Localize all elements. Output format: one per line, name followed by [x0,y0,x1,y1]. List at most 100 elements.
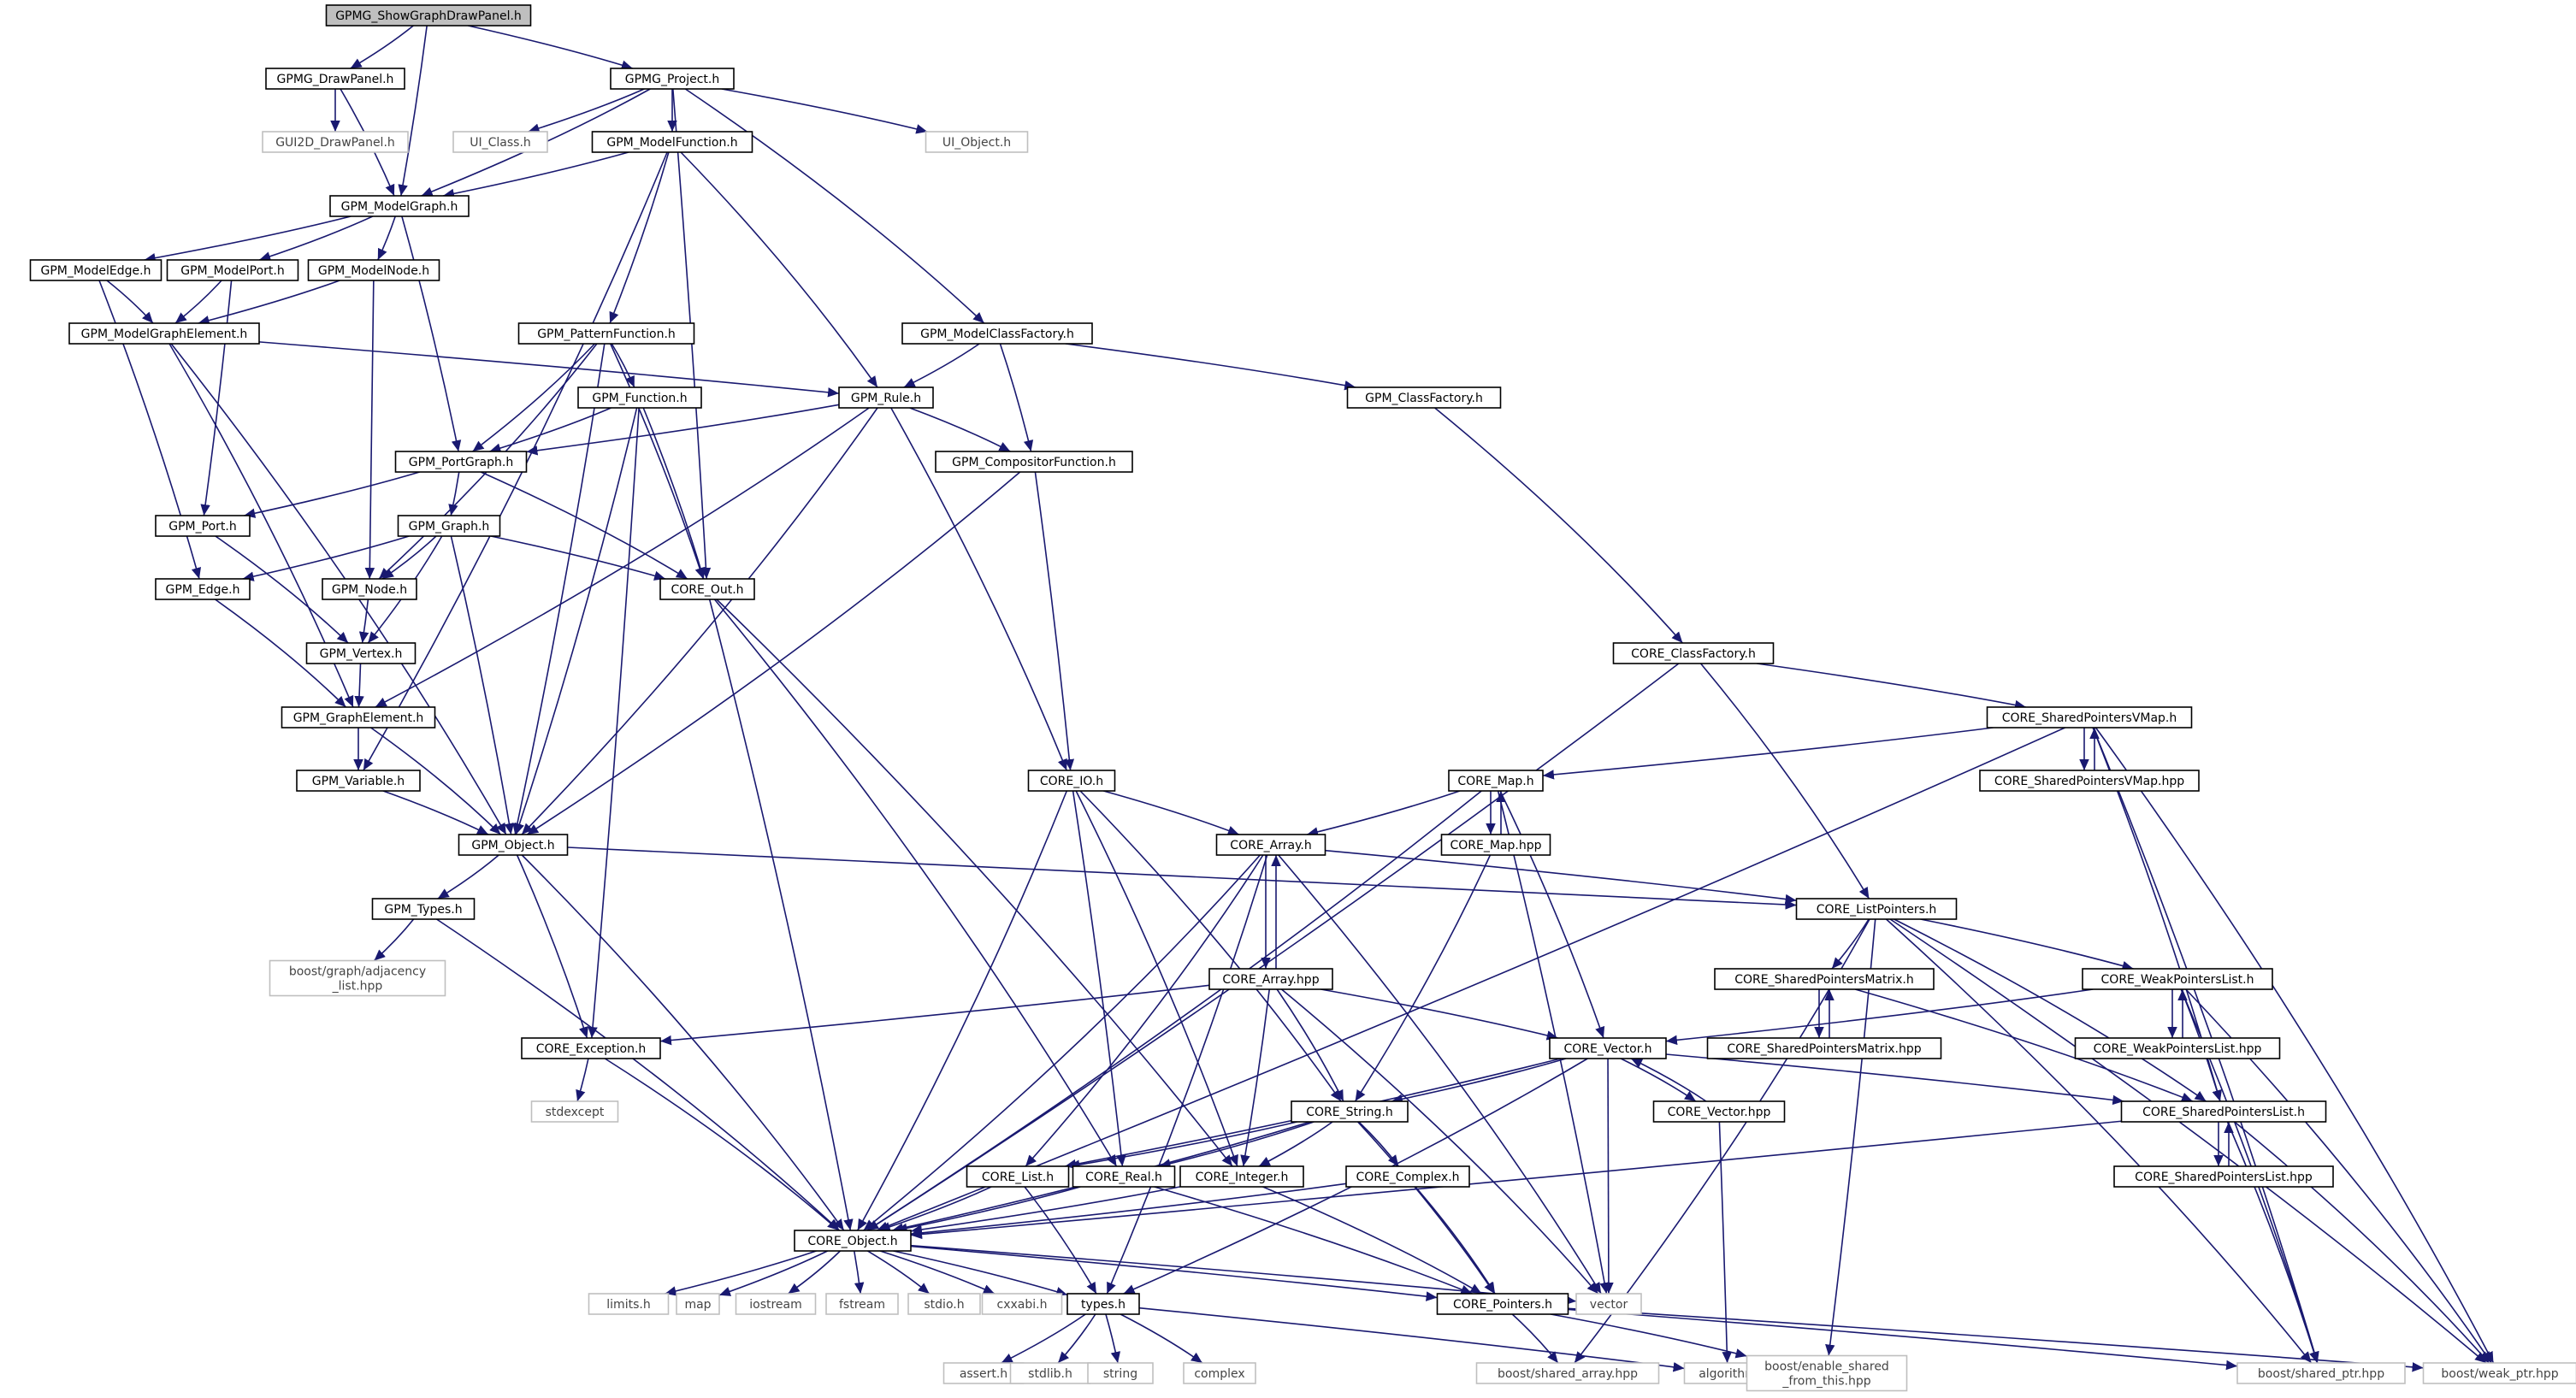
node-gpmg-showgraphdrawpanel-h[interactable]: GPMG_ShowGraphDrawPanel.h [325,4,532,27]
node-label: CORE_Out.h [671,583,743,597]
edge-n5-n15 [680,151,878,388]
node-gpm-types-h[interactable]: GPM_Types.h [371,898,476,920]
edge-n14-n32 [514,407,638,835]
node-core-weakpointerslist-hpp[interactable]: CORE_WeakPointersList.hpp [2074,1037,2281,1059]
edge-n27-n72 [2094,727,2495,1364]
node-box [155,515,251,537]
node-label: GPM_GraphElement.h [293,711,424,725]
node-box [458,834,569,856]
node-box [29,259,162,281]
node-gpm-vertex-h[interactable]: GPM_Vertex.h [305,642,417,664]
node-core-io-h[interactable]: CORE_IO.h [1027,770,1116,792]
node-core-real-h[interactable]: CORE_Real.h [1072,1165,1176,1188]
node-gpm-modelclassfactory-h[interactable]: GPM_ModelClassFactory.h [901,322,1093,345]
node-gpm-graphelement-h[interactable]: GPM_GraphElement.h [281,706,436,728]
node-box [794,1230,912,1252]
node-box [305,642,417,664]
node-label: string [1103,1367,1137,1381]
node-gpmg-project-h[interactable]: GPMG_Project.h [610,68,735,90]
edge-n39-n48 [1854,988,2194,1102]
node-core-map-hpp[interactable]: CORE_Map.hpp [1440,834,1551,856]
node-box [1072,1165,1176,1188]
node-core-map-h[interactable]: CORE_Map.h [1448,770,1544,792]
node-gpm-modelgraphelement-h[interactable]: GPM_ModelGraphElement.h [68,322,260,345]
node-box [1575,1293,1642,1315]
node-label: cxxabi.h [997,1298,1048,1312]
node-gpm-modelnode-h[interactable]: GPM_ModelNode.h [307,259,440,281]
node-box [1652,1100,1786,1123]
node-gpm-modelfunction-h[interactable]: GPM_ModelFunction.h [591,131,753,153]
node-core-string-h[interactable]: CORE_String.h [1291,1100,1409,1123]
node-cxxabi-h: cxxabi.h [981,1293,1063,1315]
edge-n38-n42 [1320,988,1558,1041]
node-box [1215,834,1326,856]
node-gpm-modeledge-h[interactable]: GPM_ModelEdge.h [29,259,162,281]
node-box [521,1037,661,1059]
node-label: CORE_Integer.h [1196,1171,1289,1184]
node-box [659,578,755,600]
node-gpm-node-h[interactable]: GPM_Node.h [322,578,417,600]
edge-n54-n60 [879,1250,996,1295]
edge-n30-n51 [1075,790,1238,1167]
node-box [825,1293,899,1315]
node-core-listpointers-h[interactable]: CORE_ListPointers.h [1795,898,1958,920]
edge-n42-n46 [1391,1058,1567,1104]
node-box [1066,1293,1140,1315]
node-gpm-function-h[interactable]: GPM_Function.h [577,386,702,409]
node-gpm-compositorfunction-h[interactable]: GPM_CompositorFunction.h [935,451,1133,473]
node-label: CORE_SharedPointersList.h [2142,1106,2305,1119]
node-core-array-hpp[interactable]: CORE_Array.hpp [1208,968,1333,990]
node-core-complex-h[interactable]: CORE_Complex.h [1345,1165,1470,1188]
node-box [530,1100,619,1123]
node-gpm-port-h[interactable]: GPM_Port.h [155,515,251,537]
node-label: GPM_Node.h [332,583,407,597]
node-core-integer-h[interactable]: CORE_Integer.h [1179,1165,1304,1188]
node-core-object-h[interactable]: CORE_Object.h [794,1230,912,1252]
node-core-classfactory-h[interactable]: CORE_ClassFactory.h [1612,642,1775,664]
node-core-sharedpointerslist-hpp[interactable]: CORE_SharedPointersList.hpp [2113,1165,2334,1188]
node-ui-class-h: UI_Class.h [452,131,548,153]
node-gpm-object-h[interactable]: GPM_Object.h [458,834,569,856]
node-box [325,4,532,27]
node-types-h[interactable]: types.h [1066,1293,1140,1315]
node-fstream: fstream [825,1293,899,1315]
node-label: UI_Object.h [942,136,1011,150]
node-core-sharedpointersmatrix-h[interactable]: CORE_SharedPointersMatrix.h [1714,968,1935,990]
edge-n31-n54 [866,790,1482,1231]
node-gpmg-drawpanel-h[interactable]: GPMG_DrawPanel.h [265,68,405,90]
node-gpm-rule-h[interactable]: GPM_Rule.h [838,386,934,409]
node-core-array-h[interactable]: CORE_Array.h [1215,834,1326,856]
node-gpm-edge-h[interactable]: GPM_Edge.h [155,578,251,600]
node-gpm-modelgraph-h[interactable]: GPM_ModelGraph.h [329,195,470,217]
edge-n38-n41 [659,984,1210,1046]
node-box [394,451,528,473]
node-label: stdexcept [546,1106,605,1119]
node-gpm-portgraph-h[interactable]: GPM_PortGraph.h [394,451,528,473]
edge-n49-n61 [1024,1186,1097,1295]
node-core-exception-h[interactable]: CORE_Exception.h [521,1037,661,1059]
node-gpm-classfactory-h[interactable]: GPM_ClassFactory.h [1346,386,1502,409]
node-box [517,322,695,345]
node-label: GPM_Rule.h [851,392,921,405]
node-box [588,1293,670,1315]
node-core-sharedpointersmatrix-hpp[interactable]: CORE_SharedPointersMatrix.hpp [1706,1037,1942,1059]
node-core-sharedpointersvmap-h[interactable]: CORE_SharedPointersVMap.h [1986,706,2193,728]
node-core-out-h[interactable]: CORE_Out.h [659,578,755,600]
node-core-weakpointerslist-h[interactable]: CORE_WeakPointersList.h [2082,968,2273,990]
node-label: CORE_Complex.h [1356,1171,1459,1184]
node-core-sharedpointersvmap-hpp[interactable]: CORE_SharedPointersVMap.hpp [1979,770,2200,792]
edge-n30-n46 [1079,790,1342,1102]
node-core-pointers-h[interactable]: CORE_Pointers.h [1436,1293,1569,1315]
node-box [1346,386,1502,409]
node-gpm-patternfunction-h[interactable]: GPM_PatternFunction.h [517,322,695,345]
node-gpm-graph-h[interactable]: GPM_Graph.h [397,515,501,537]
node-box [155,578,251,600]
node-core-list-h[interactable]: CORE_List.h [966,1165,1070,1188]
node-box [452,131,548,153]
node-core-sharedpointerslist-h[interactable]: CORE_SharedPointersList.h [2120,1100,2327,1123]
node-label: GPMG_DrawPanel.h [277,73,394,86]
node-core-vector-hpp[interactable]: CORE_Vector.hpp [1652,1100,1786,1123]
node-core-vector-h[interactable]: CORE_Vector.h [1549,1037,1667,1059]
node-gpm-modelport-h[interactable]: GPM_ModelPort.h [166,259,299,281]
node-gpm-variable-h[interactable]: GPM_Variable.h [296,770,421,792]
